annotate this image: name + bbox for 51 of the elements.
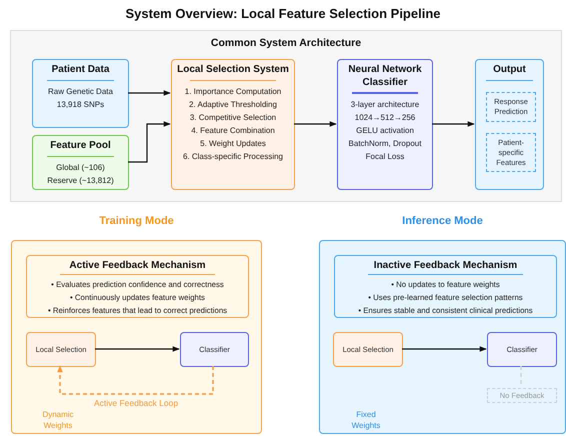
mode-title: Inference Mode: [402, 214, 483, 229]
process-box: [26, 332, 96, 367]
process-box: [333, 332, 403, 367]
process-box: [337, 59, 433, 190]
mechanism-box: [334, 255, 557, 318]
box-text: Reserve (~13,812): [47, 176, 114, 186]
box-text: Focal Loss: [366, 152, 404, 162]
edge-label: Active Feedback Loop: [92, 397, 180, 410]
arrow: [432, 121, 475, 127]
box-heading: Active Feedback Mechanism: [68, 260, 207, 272]
process-box: [32, 135, 129, 190]
box-text: 1024→512→256: [354, 112, 416, 122]
box-text: 4. Feature Combination: [191, 126, 275, 136]
box-heading: Neural Network Classifier: [347, 64, 423, 89]
box-heading: Inactive Feedback Mechanism: [372, 260, 518, 272]
arrow: [402, 346, 487, 352]
box-text: 6. Class-specific Processing: [182, 152, 284, 162]
box-text: 5. Weight Updates: [200, 139, 266, 149]
box-text: Global (~106): [56, 163, 105, 173]
box-text: 2. Adaptive Thresholding: [189, 100, 277, 110]
mode-note: Dynamic Weights: [41, 409, 75, 431]
box-text: 3. Competitive Selection: [190, 113, 276, 123]
box-heading: Output: [492, 64, 527, 76]
box-text: 13,918 SNPs: [56, 100, 104, 110]
mode-note: Fixed Weights: [350, 409, 382, 431]
process-box: [171, 59, 295, 190]
panel-title: Common System Architecture: [210, 36, 362, 51]
process-box: [180, 332, 249, 367]
mechanism-box: [26, 255, 249, 318]
arrow: [128, 90, 171, 96]
box-heading: Local Selection System: [176, 64, 290, 76]
box-text: 1. Importance Computation: [184, 87, 282, 97]
box-heading: Feature Pool: [49, 140, 112, 152]
output-item-box: [486, 133, 536, 172]
box-text: BatchNorm, Dropout: [348, 138, 422, 148]
box-text: GELU activation: [356, 126, 414, 136]
output-box: [475, 59, 544, 190]
mode-title: Training Mode: [99, 214, 174, 229]
output-item-box: [486, 92, 536, 122]
arrow: [294, 121, 337, 127]
box-text: Raw Genetic Data: [48, 87, 113, 97]
box-heading: Patient Data: [50, 64, 110, 76]
process-box: [32, 59, 129, 128]
box-text: 3-layer architecture: [350, 100, 420, 110]
architecture-panel: [10, 30, 562, 202]
process-box: [487, 332, 557, 367]
arrow: [95, 346, 180, 352]
status-box: [487, 388, 557, 403]
diagram-title: System Overview: Local Feature Selection Pipeline: [125, 5, 440, 23]
dashed-arrow: [57, 365, 214, 395]
arrow: [128, 121, 171, 163]
